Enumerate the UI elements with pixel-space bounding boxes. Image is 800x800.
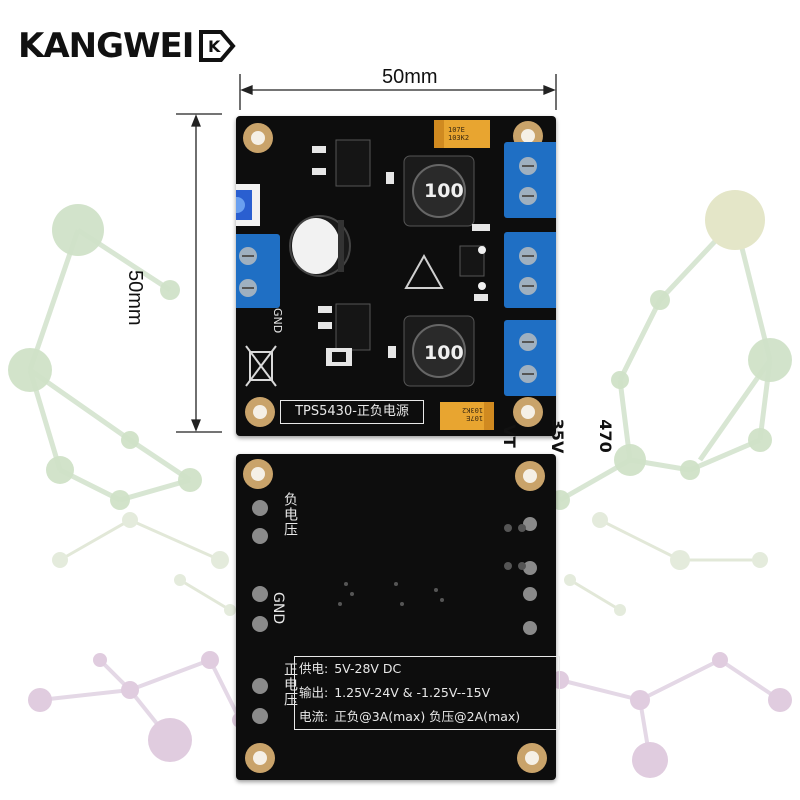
spec-row-supply: 供电:5V-28V DC [299,661,402,676]
top-gnd-label: GND [271,308,284,334]
weee-bin-icon [245,345,277,387]
spec-box: 供电:5V-28V DC 输出:1.25V-24V & -1.25V--15V … [294,656,560,730]
tantalum-cap-2-marking: 107E 103K2 [462,406,484,422]
negative-voltage-label: 负电压 [282,492,298,537]
brand-logo: KANGWEI K [18,26,239,66]
width-dimension-label: 50mm [382,66,438,88]
pcb-bottom-view: 负电压 GND 正电压 供电:5V-28V DC 输出:1.25V-24V & … [236,454,560,780]
spec-row-current: 电流:正负@3A(max) 负压@2A(max) [299,709,521,724]
svg-text:K: K [208,37,221,56]
pcb-top-view: 470 35V VT GND TPS5430-正负电源 [236,116,615,453]
tantalum-cap-1-marking: 107E 103K2 [448,126,470,142]
height-dimension-label: 50mm [124,270,146,326]
board-title: TPS5430-正负电源 [280,400,424,424]
inductor-2-marking: 100 [424,342,464,364]
mounting-hole-icon [243,121,543,427]
brand-mark-icon: K [199,30,237,62]
mounting-hole-icon [243,459,547,773]
pcb-bottom-pads [243,459,547,773]
pcb-top-components [236,120,556,430]
bottom-gnd-label: GND [270,592,286,625]
inductor-1-marking: 100 [424,180,464,202]
brand-name: KANGWEI [18,26,194,66]
spec-row-output: 输出:1.25V-24V & -1.25V--15V [299,685,491,700]
